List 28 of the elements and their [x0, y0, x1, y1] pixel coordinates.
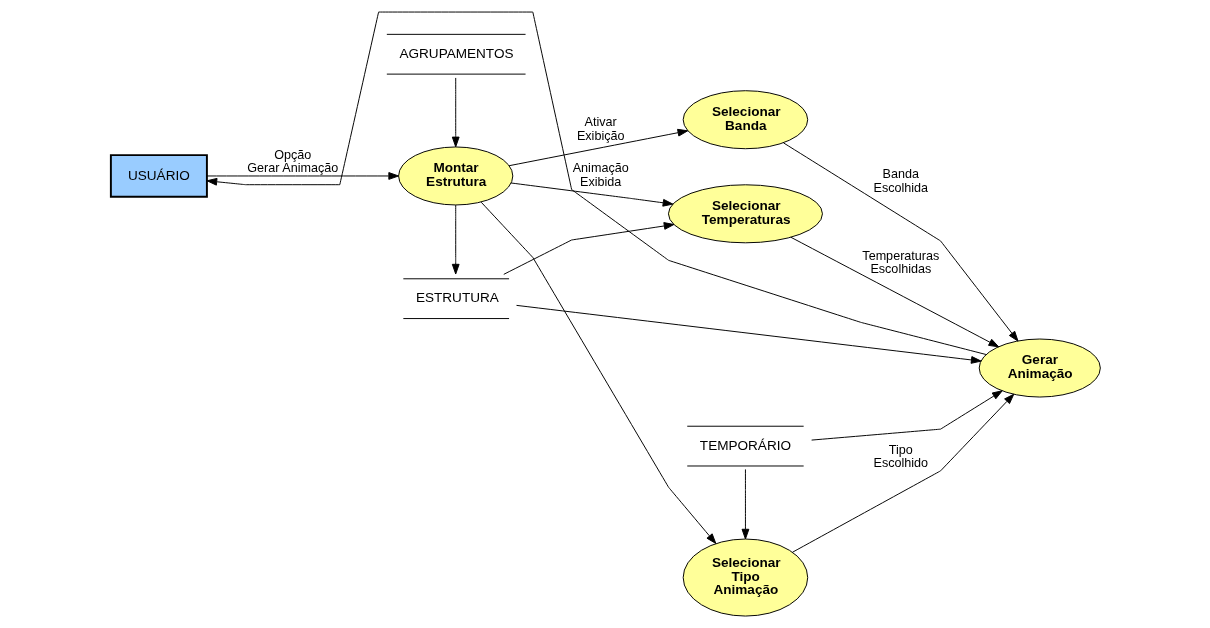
node-ellipse: Montar Estrutura	[397, 146, 513, 206]
arrow	[451, 77, 460, 148]
edge-label: Opção Gerar Animação	[246, 147, 338, 176]
node-ellipse: Selecionar Tipo Animação	[682, 538, 808, 617]
node-text: AGRUPAMENTOS	[398, 45, 513, 61]
arrow	[451, 204, 460, 275]
arrow	[510, 182, 673, 207]
arrow	[791, 393, 1014, 553]
arrow	[508, 128, 688, 167]
node-box: USUÁRIO	[109, 154, 208, 198]
arrow	[502, 222, 674, 275]
arrow	[480, 201, 716, 544]
node-text: TEMPORÁRIO	[699, 437, 791, 453]
edge-label: Banda Escolhida	[873, 167, 928, 195]
edge-label: Animação Exibida	[572, 161, 629, 190]
node-text: ESTRUTURA	[415, 290, 499, 306]
edge-label: Ativar Exibição	[576, 114, 625, 143]
arrow	[782, 142, 1018, 342]
node-ellipse: Selecionar Banda	[682, 90, 808, 150]
edge-label: Temperaturas Escolhidas	[861, 248, 939, 277]
arrow	[515, 304, 982, 364]
arrow	[789, 236, 999, 348]
edge-label: Tipo Escolhido	[873, 442, 928, 471]
arrow	[741, 468, 749, 540]
arrow	[206, 11, 986, 355]
arrow	[810, 390, 1003, 441]
arrow	[205, 172, 399, 180]
node-ellipse: Selecionar Temperaturas	[667, 184, 823, 244]
